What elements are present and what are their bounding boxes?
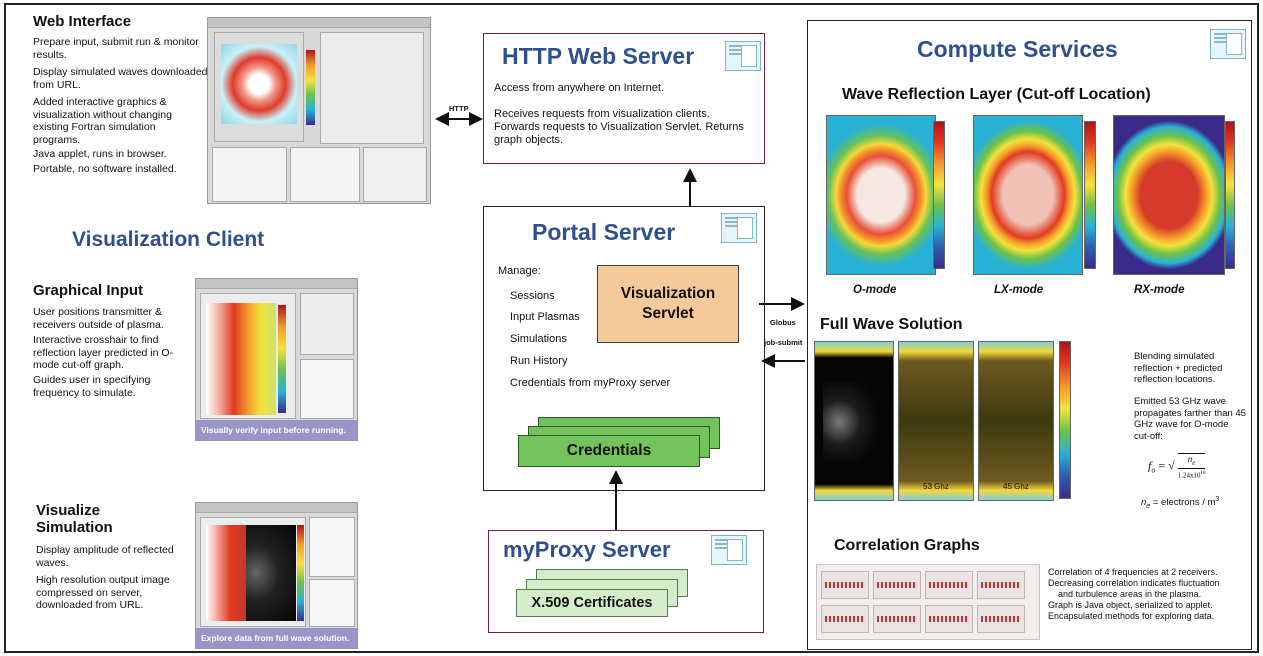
- visualization-servlet: Visualization Servlet: [597, 265, 739, 343]
- window-icon: [1210, 29, 1246, 59]
- graphical-input-item-2: Interactive crosshair to find reflection…: [33, 334, 174, 371]
- freq-label-45: 45 Ghz: [1003, 482, 1029, 491]
- manage-item-run-history: Run History: [510, 355, 568, 367]
- servlet-line-2: Servlet: [642, 305, 694, 322]
- o-mode-colorbar: [933, 121, 945, 269]
- web-interface-item-1: Prepare input, submit run & monitor resu…: [33, 36, 199, 61]
- myproxy-server-title: myProxy Server: [503, 537, 671, 562]
- lx-mode-plot: [973, 115, 1083, 275]
- manage-item-sessions: Sessions: [510, 290, 555, 302]
- wave-reflection-title: Wave Reflection Layer (Cut-off Location): [842, 86, 1151, 103]
- web-interface-item-4: Java applet, runs in browser.: [33, 148, 167, 160]
- graphical-input-caption: Visually verify input before running.: [196, 420, 357, 440]
- cutoff-formula: fo = √ ne 1.24x1010: [1148, 453, 1206, 480]
- rx-mode-colorbar: [1225, 121, 1235, 269]
- graphical-input-title: Graphical Input: [33, 282, 144, 299]
- manage-label: Manage:: [498, 265, 541, 277]
- compute-services-title: Compute Services: [917, 36, 1118, 62]
- o-mode-label: O-mode: [853, 284, 897, 296]
- http-web-server-item-2: Receives requests from visualization cli…: [494, 108, 744, 146]
- manage-item-credentials: Credentials from myProxy server: [510, 377, 671, 389]
- visualize-simulation-title: Visualize Simulation: [36, 502, 113, 536]
- globus-label-2: job-submit: [764, 338, 803, 347]
- window-icon: [721, 213, 757, 243]
- http-web-server-box: HTTP Web Server Access from anywhere on …: [483, 33, 765, 164]
- rx-mode-label: RX-mode: [1134, 284, 1185, 296]
- full-wave-note-2: Emitted 53 GHz wave propagates farther t…: [1134, 396, 1246, 442]
- visualize-simulation-screenshot: Explore data from full wave solution.: [195, 502, 358, 649]
- web-interface-item-5: Portable, no software installed.: [33, 163, 177, 175]
- web-interface-item-2: Display simulated waves downloaded from …: [33, 66, 208, 91]
- full-wave-plot-45: 45 Ghz: [978, 341, 1054, 501]
- full-wave-colorbar: [1059, 341, 1071, 499]
- manage-item-simulations: Simulations: [510, 333, 567, 345]
- graphical-input-item-1: User positions transmitter & receivers o…: [33, 306, 164, 331]
- portal-server-title: Portal Server: [532, 219, 676, 245]
- web-interface-item-3: Added interactive graphics & visualizati…: [33, 96, 172, 146]
- myproxy-server-box: myProxy Server X.509 Certificates: [488, 530, 764, 633]
- portal-server-box: Portal Server Manage: Sessions Input Pla…: [483, 206, 765, 491]
- correlation-graphs-title: Correlation Graphs: [834, 537, 980, 554]
- visualize-simulation-item-1: Display amplitude of reflected waves.: [36, 544, 174, 569]
- o-mode-plot: [826, 115, 936, 275]
- ne-definition: ne = electrons / m3: [1141, 496, 1220, 511]
- certificates-card: X.509 Certificates: [516, 589, 668, 617]
- full-wave-plot-1: [814, 341, 894, 501]
- visualize-simulation-caption: Explore data from full wave solution.: [196, 628, 357, 648]
- visualize-simulation-title-line2: Simulation: [36, 519, 113, 536]
- window-icon: [711, 535, 747, 565]
- globus-label-1: Globus: [770, 318, 796, 327]
- myproxy-arrow: [609, 470, 623, 530]
- http-label: HTTP: [449, 104, 469, 113]
- compute-services-box: Compute Services Wave Reflection Layer (…: [807, 20, 1252, 650]
- lx-mode-colorbar: [1084, 121, 1096, 269]
- freq-label-53: 53 Ghz: [923, 482, 949, 491]
- window-icon: [725, 41, 761, 71]
- graphical-input-item-3: Guides user in specifying frequency to s…: [33, 374, 151, 399]
- full-wave-note-1: Blending simulated reflection + predicte…: [1134, 351, 1223, 385]
- full-wave-plot-53: 53 Ghz: [898, 341, 974, 501]
- full-wave-title: Full Wave Solution: [820, 316, 963, 333]
- http-arrow: [435, 112, 483, 126]
- graphical-input-screenshot: Visually verify input before running.: [195, 278, 358, 441]
- diagram-frame: [4, 3, 1259, 653]
- visualize-simulation-title-line1: Visualize: [36, 502, 100, 519]
- lx-mode-label: LX-mode: [994, 284, 1044, 296]
- globus-arrows: [759, 297, 805, 368]
- servlet-line-1: Visualization: [620, 285, 716, 302]
- manage-item-input-plasmas: Input Plasmas: [510, 311, 580, 323]
- http-web-server-title: HTTP Web Server: [502, 43, 695, 69]
- correlation-notes: Correlation of 4 frequencies at 2 receiv…: [1048, 567, 1220, 621]
- rx-mode-plot: [1113, 115, 1225, 275]
- visualize-simulation-item-2: High resolution output image compressed …: [36, 574, 170, 611]
- web-interface-title: Web Interface: [33, 13, 132, 30]
- http-web-server-item-1: Access from anywhere on Internet.: [494, 82, 664, 94]
- correlation-graphs-image: [816, 564, 1040, 640]
- visualization-client-title: Visualization Client: [72, 228, 265, 251]
- credentials-card: Credentials: [518, 435, 700, 467]
- web-interface-screenshot: [207, 17, 431, 204]
